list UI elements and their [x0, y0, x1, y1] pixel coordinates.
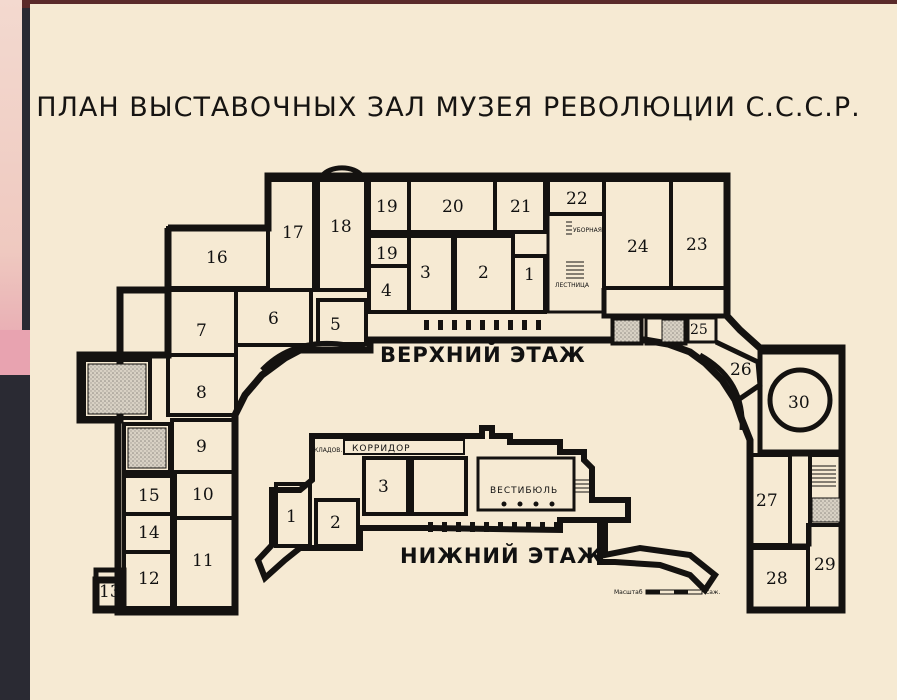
room-8: 8: [196, 383, 207, 403]
room-18: 18: [330, 217, 352, 237]
room-13: 13: [99, 582, 121, 602]
room-23: 23: [686, 235, 708, 255]
room-14: 14: [138, 523, 160, 543]
lower-floor-label: НИЖНИЙ ЭТАЖ: [400, 543, 604, 568]
toilet-label: УБОРНАЯ: [573, 227, 602, 234]
room-21: 21: [510, 197, 532, 217]
room-7: 7: [196, 321, 207, 341]
room-6: 6: [268, 309, 279, 329]
room-4: 4: [381, 281, 392, 301]
room-10: 10: [192, 485, 214, 505]
upper-floor-label: ВЕРХНИЙ ЭТАЖ: [380, 342, 586, 367]
room-17: 17: [282, 223, 304, 243]
room-15: 15: [138, 486, 160, 506]
room-5: 5: [330, 315, 341, 335]
room-19-upper: 19: [376, 197, 398, 217]
room-30: 30: [788, 393, 810, 413]
room-3: 3: [420, 263, 431, 283]
room-11: 11: [192, 551, 214, 571]
corridor-label: КОРРИДОР: [352, 444, 411, 454]
room-1: 1: [524, 265, 535, 285]
scale-unit: саж.: [706, 589, 720, 596]
room-2: 2: [478, 263, 489, 283]
room-9: 9: [196, 437, 207, 457]
lower-room-3: 3: [378, 477, 389, 497]
room-19-lower: 19: [376, 244, 398, 264]
room-12: 12: [138, 569, 160, 589]
room-24: 24: [627, 237, 649, 257]
lower-room-1: 1: [286, 507, 297, 527]
room-26: 26: [730, 360, 752, 380]
scale-prefix: Масштаб: [614, 589, 643, 596]
room-16: 16: [206, 248, 228, 268]
room-22: 22: [566, 189, 588, 209]
storage-label: КЛАДОВ.: [314, 447, 342, 454]
room-29: 29: [814, 555, 836, 575]
room-28: 28: [766, 569, 788, 589]
page-title: ПЛАН ВЫСТАВОЧНЫХ ЗАЛ МУЗЕЯ РЕВОЛЮЦИИ С.С…: [36, 92, 861, 123]
stairs-label: ЛЕСТНИЦА: [555, 282, 590, 289]
paper-edge-left: [0, 0, 22, 360]
room-20: 20: [442, 197, 464, 217]
vestibule-label: ВЕСТИБЮЛЬ: [490, 486, 558, 496]
room-27: 27: [756, 491, 778, 511]
lower-room-2: 2: [330, 513, 341, 533]
room-25: 25: [690, 322, 708, 338]
